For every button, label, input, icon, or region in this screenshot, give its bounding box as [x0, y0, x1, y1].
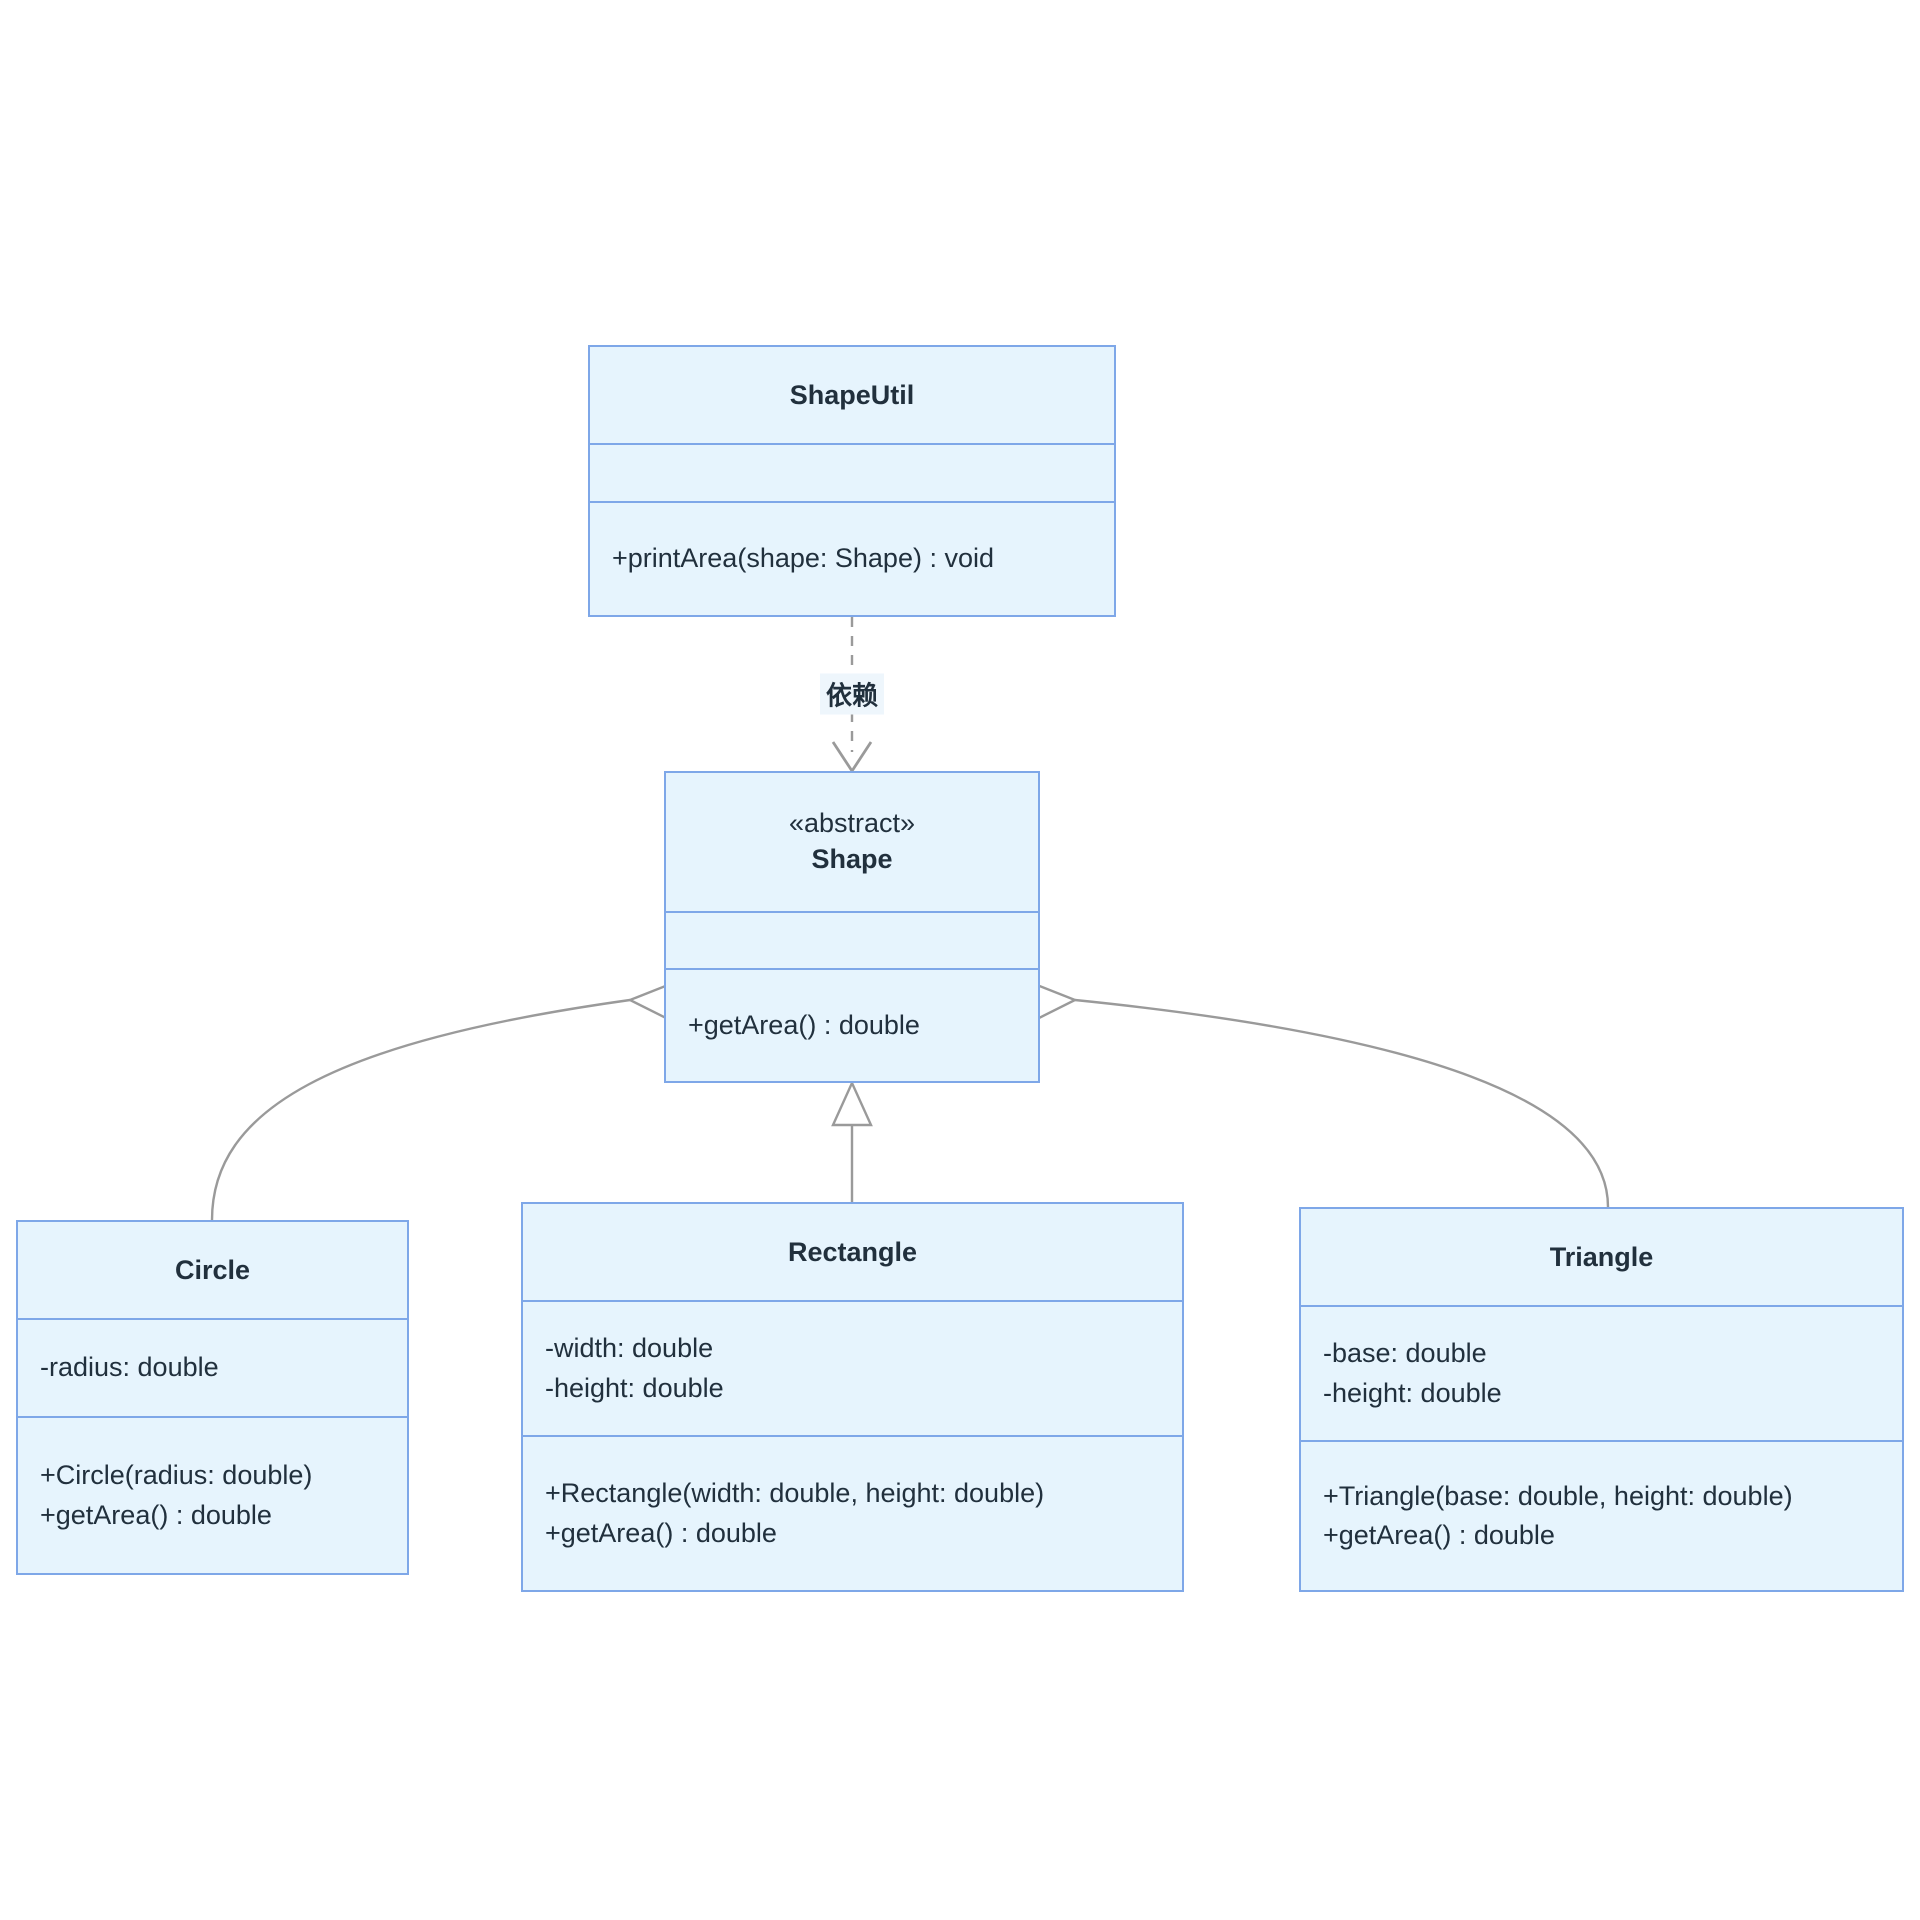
class-attribute: -height: double: [545, 1372, 724, 1403]
class-method: +printArea(shape: Shape) : void: [612, 543, 994, 574]
class-methods-triangle: +Triangle(base: double, height: double) …: [1301, 1442, 1902, 1590]
class-methods-circle: +Circle(radius: double) +getArea() : dou…: [18, 1418, 407, 1573]
class-box-shapeutil[interactable]: ShapeUtil +printArea(shape: Shape) : voi…: [588, 345, 1116, 617]
class-name-triangle: Triangle: [1549, 1241, 1654, 1272]
class-attributes-shapeutil: [590, 445, 1114, 503]
class-attribute: -height: double: [1323, 1377, 1502, 1408]
class-attribute: -base: double: [1323, 1338, 1487, 1369]
class-method: +getArea() : double: [688, 1010, 920, 1041]
class-box-triangle[interactable]: Triangle -base: double -height: double +…: [1299, 1207, 1904, 1592]
class-header-shapeutil: ShapeUtil: [590, 347, 1114, 445]
class-header-rectangle: Rectangle: [523, 1204, 1182, 1302]
class-attributes-triangle: -base: double -height: double: [1301, 1307, 1902, 1442]
class-method: +Circle(radius: double): [40, 1460, 313, 1491]
class-header-shape: «abstract» Shape: [666, 773, 1038, 914]
generalization-edge-circle-shape: [210, 983, 670, 1221]
class-method: +getArea() : double: [40, 1499, 272, 1530]
class-methods-rectangle: +Rectangle(width: double, height: double…: [523, 1437, 1182, 1590]
class-method: +getArea() : double: [545, 1517, 777, 1548]
class-name-rectangle: Rectangle: [787, 1236, 918, 1267]
class-name-circle: Circle: [174, 1254, 251, 1285]
class-attribute: -radius: double: [40, 1352, 219, 1383]
class-name-shape: Shape: [811, 844, 893, 875]
class-box-rectangle[interactable]: Rectangle -width: double -height: double…: [521, 1202, 1184, 1592]
class-methods-shape: +getArea() : double: [666, 970, 1038, 1081]
class-box-circle[interactable]: Circle -radius: double +Circle(radius: d…: [16, 1220, 409, 1575]
class-name-shapeutil: ShapeUtil: [789, 379, 915, 410]
class-attributes-circle: -radius: double: [18, 1320, 407, 1418]
class-header-triangle: Triangle: [1301, 1209, 1902, 1307]
generalization-edge-rectangle-shape: [831, 1080, 873, 1202]
class-stereotype-shape: «abstract»: [788, 808, 916, 839]
class-method: +getArea() : double: [1323, 1520, 1555, 1550]
generalization-edge-triangle-shape: [1035, 983, 1610, 1208]
class-method: +Triangle(base: double, height: double): [1323, 1480, 1793, 1511]
class-attributes-shape: [666, 913, 1038, 971]
class-methods-shapeutil: +printArea(shape: Shape) : void: [590, 503, 1114, 615]
class-box-shape[interactable]: «abstract» Shape +getArea() : double: [664, 771, 1040, 1083]
class-method: +Rectangle(width: double, height: double…: [545, 1478, 1045, 1509]
class-header-circle: Circle: [18, 1222, 407, 1320]
class-attribute: -width: double: [545, 1333, 714, 1364]
class-attributes-rectangle: -width: double -height: double: [523, 1302, 1182, 1437]
dependency-edge-label: 依赖: [819, 673, 885, 715]
